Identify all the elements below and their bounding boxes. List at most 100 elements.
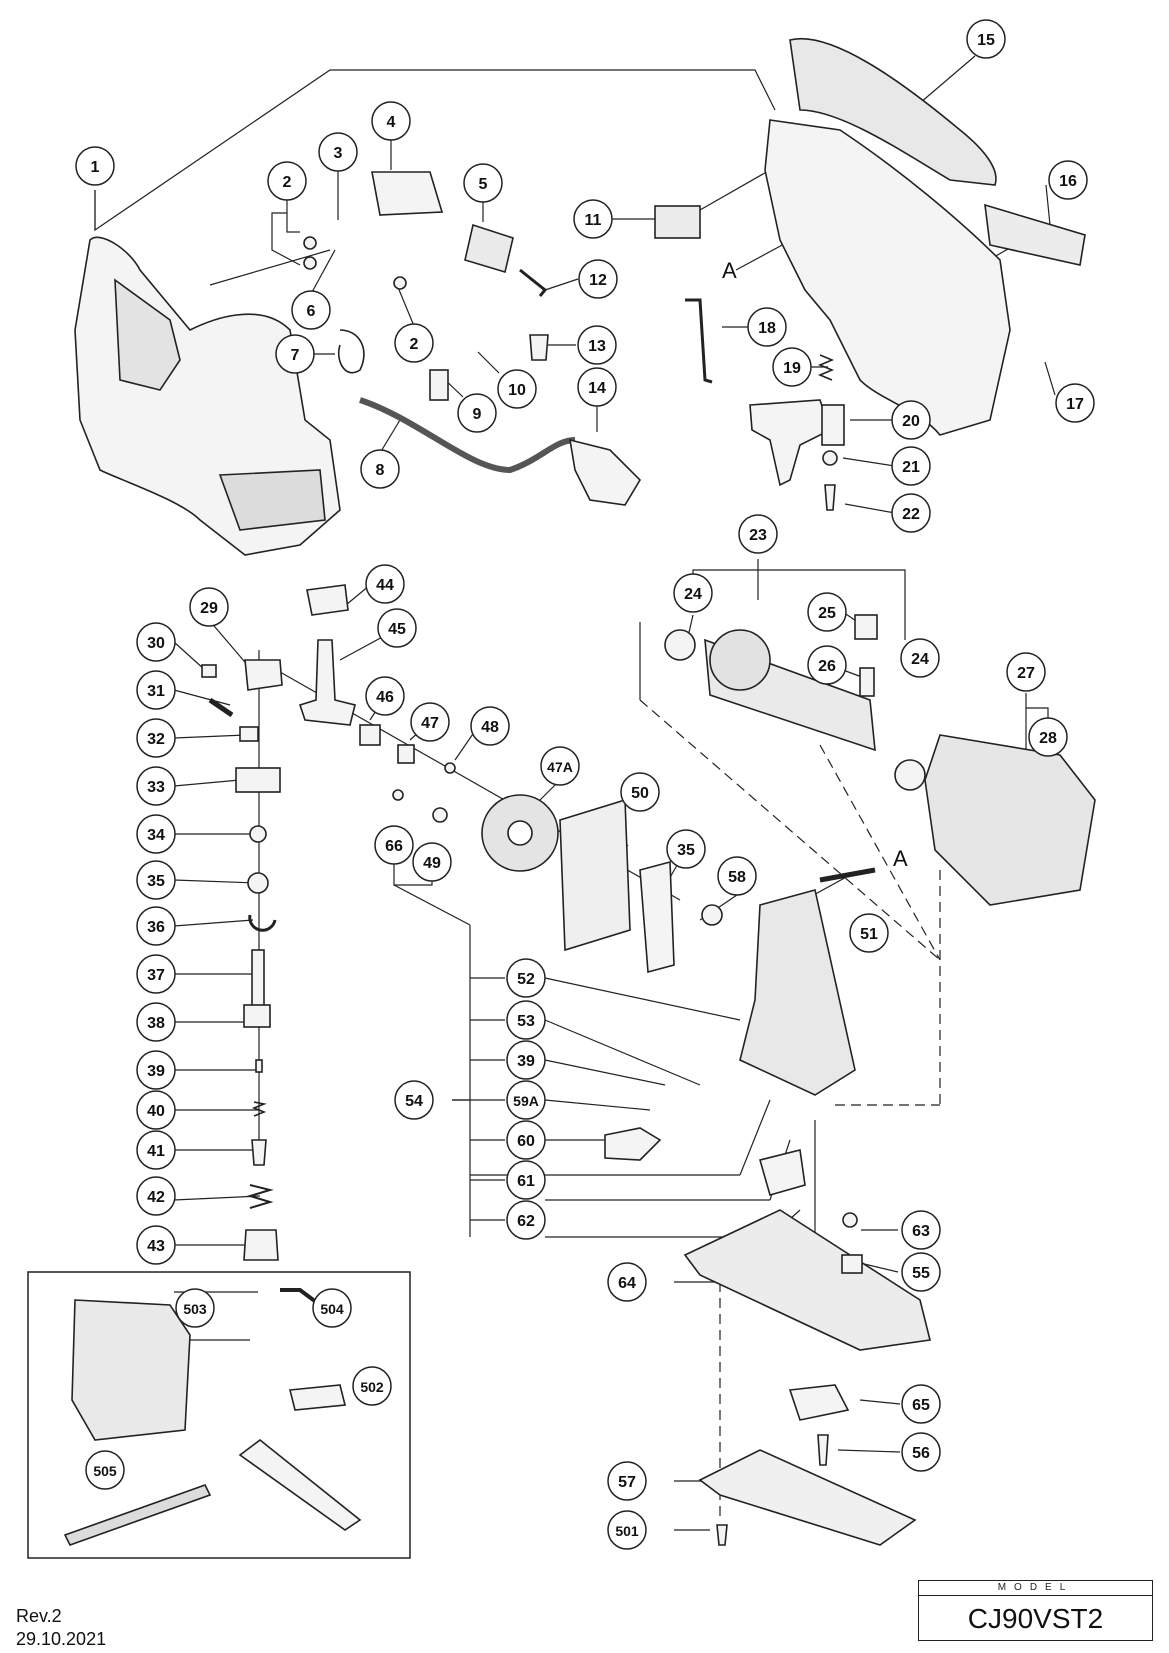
callout-label: 3 [334,145,343,162]
callout-label: 48 [481,719,499,736]
callout-circle [1055,383,1095,423]
callout-circle [901,1210,941,1250]
callout-circle [291,290,331,330]
callout-circle [891,400,931,440]
callout-6: 6 [291,290,331,330]
callout-label: 44 [376,577,394,594]
callout-circle [901,1432,941,1472]
callout-56: 56 [901,1432,941,1472]
callout-37: 37 [136,954,176,994]
callout-circle [607,1510,647,1550]
callout-52: 52 [506,958,546,998]
callout-label: 502 [360,1379,384,1395]
callout-circle [136,1090,176,1130]
accessories-box [27,1271,411,1559]
callout-circle [394,1080,434,1120]
callout-47A: 47A [540,746,580,786]
callout-label: 47A [547,759,573,775]
callout-circle [136,670,176,710]
callout-circle [849,913,889,953]
callout-label: 26 [818,658,836,675]
callout-circle [506,958,546,998]
callout-label: 15 [977,32,995,49]
callout-64: 64 [607,1262,647,1302]
callout-label: 7 [291,347,300,364]
callout-label: 40 [147,1103,165,1120]
callout-circle [136,1225,176,1265]
callout-circle [412,842,452,882]
callout-34: 34 [136,814,176,854]
callout-label: 6 [307,303,316,320]
callout-label: 36 [147,919,165,936]
callout-47: 47 [410,702,450,742]
callout-circle [747,307,787,347]
callout-39: 39 [506,1040,546,1080]
callout-circle [189,587,229,627]
callout-33: 33 [136,766,176,806]
callout-505: 505 [85,1450,125,1490]
callout-4: 4 [371,101,411,141]
callout-2: 2 [267,161,307,201]
callout-label: 37 [147,967,165,984]
callout-circle [966,19,1006,59]
callout-circle [717,856,757,896]
callout-circle [136,766,176,806]
callout-43: 43 [136,1225,176,1265]
callout-circle [85,1450,125,1490]
callout-circle [136,954,176,994]
callout-circle [577,325,617,365]
callout-circle [506,1160,546,1200]
callout-circle [506,1120,546,1160]
connector-letter-right: A [893,846,908,871]
callout-label: 57 [618,1474,636,1491]
callout-50: 50 [620,772,660,812]
callout-36: 36 [136,906,176,946]
callout-circle [607,1461,647,1501]
callout-10: 10 [497,369,537,409]
callout-circle [673,573,713,613]
callout-44: 44 [365,564,405,604]
callout-48: 48 [470,706,510,746]
callout-42: 42 [136,1176,176,1216]
callout-circle [470,706,510,746]
callout-circle [1028,717,1068,757]
date-text: 29.10.2021 [16,1629,107,1649]
callout-45: 45 [377,608,417,648]
callout-label: 60 [517,1133,535,1150]
callout-22: 22 [891,493,931,533]
callout-label: 56 [912,1445,930,1462]
callout-12: 12 [578,259,618,299]
callout-63: 63 [901,1210,941,1250]
callout-label: 12 [589,272,607,289]
callout-label: 13 [588,338,606,355]
callout-label: 51 [860,926,878,943]
callout-58: 58 [717,856,757,896]
callout-circle [394,323,434,363]
callout-circle [275,334,315,374]
callout-circle [136,906,176,946]
callout-circle [891,446,931,486]
callout-circle [807,592,847,632]
callout-61: 61 [506,1160,546,1200]
connector-letter-left: A [722,258,737,283]
callout-label: 63 [912,1223,930,1240]
callout-circle [365,564,405,604]
model-box: MODEL CJ90VST2 [918,1580,1153,1641]
callout-28: 28 [1028,717,1068,757]
callout-label: 39 [147,1063,165,1080]
callout-circle [540,746,580,786]
callout-label: 505 [93,1463,117,1479]
callout-label: 53 [517,1013,535,1030]
callout-label: 14 [588,380,606,397]
callout-circle [891,493,931,533]
callout-label: 17 [1066,396,1084,413]
callout-15: 15 [966,19,1006,59]
callout-circle [807,645,847,685]
callout-label: 24 [911,651,929,668]
callout-label: 11 [585,212,602,229]
callout-17: 17 [1055,383,1095,423]
callout-label: 47 [421,715,439,732]
callout-18: 18 [747,307,787,347]
callout-label: 32 [147,731,165,748]
